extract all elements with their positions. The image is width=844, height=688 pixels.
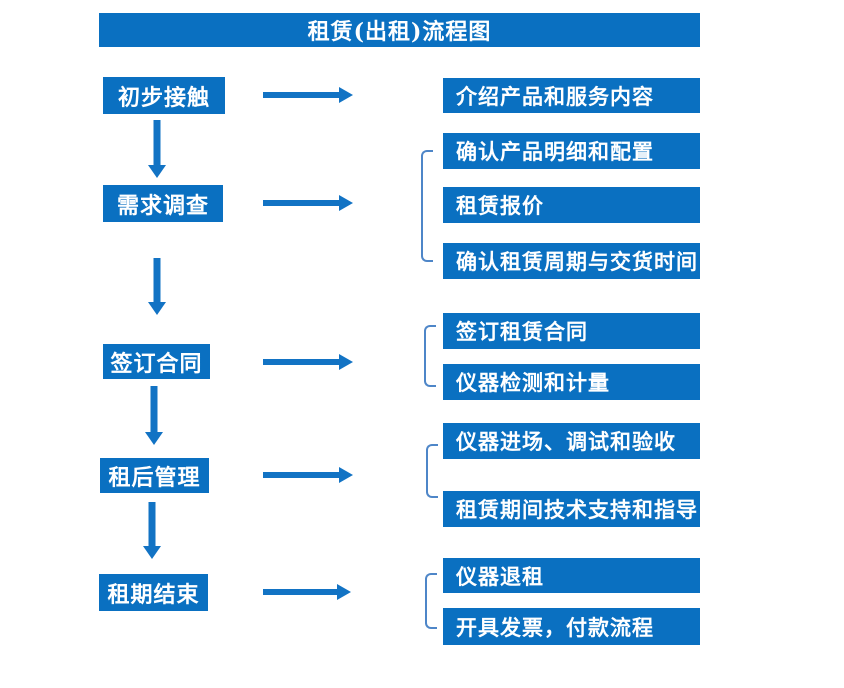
stage-box-demand-survey: 需求调查 [103,185,223,222]
right-arrow-head [339,467,353,483]
bracket-demand-survey [421,150,433,262]
detail-box-rental-quote: 租赁报价 [443,187,700,223]
right-arrow-3 [263,354,353,370]
detail-box-tech-support-guidance: 租赁期间技术支持和指导 [443,491,700,527]
right-arrow-head [337,584,351,600]
down-arrow-shaft [148,502,156,547]
detail-box-invoice-payment: 开具发票，付款流程 [443,608,700,645]
flowchart-title-text: 租赁(出租)流程图 [307,19,492,45]
right-arrow-shaft [263,589,338,595]
right-arrow-shaft [263,200,340,206]
detail-box-intro-products-services: 介绍产品和服务内容 [443,78,700,113]
down-arrow-4 [143,502,161,559]
bracket-sign-contract [424,325,436,387]
right-arrow-1 [263,87,353,103]
detail-box-instrument-return: 仪器退租 [443,558,700,593]
right-arrow-4 [263,467,353,483]
right-arrow-head [339,87,353,103]
right-arrow-head [339,354,353,370]
detail-box-sign-rental-contract: 签订租赁合同 [443,313,700,349]
right-arrow-head [339,195,353,211]
down-arrow-1 [148,120,166,178]
stage-box-rental-end: 租期结束 [99,574,208,611]
down-arrow-head [145,432,163,445]
down-arrow-shaft [150,386,158,433]
down-arrow-head [148,302,166,315]
bracket-post-rental [426,444,438,498]
stage-box-sign-contract: 签订合同 [103,344,210,379]
down-arrow-head [148,165,166,178]
detail-box-confirm-product-config: 确认产品明细和配置 [443,133,700,169]
detail-box-instrument-inspection-metering: 仪器检测和计量 [443,364,700,400]
detail-box-confirm-period-delivery: 确认租赁周期与交货时间 [443,243,700,279]
detail-box-instrument-arrival-debug-acceptance: 仪器进场、调试和验收 [443,423,700,459]
right-arrow-shaft [263,92,340,98]
right-arrow-shaft [263,359,340,365]
stage-box-post-rental-management: 租后管理 [100,458,209,493]
bracket-rental-end [425,573,437,629]
down-arrow-2 [148,258,166,315]
down-arrow-3 [145,386,163,445]
down-arrow-shaft [153,258,161,303]
down-arrow-shaft [153,120,161,166]
stage-box-initial-contact: 初步接触 [103,77,225,114]
right-arrow-2 [263,195,353,211]
down-arrow-head [143,546,161,559]
flowchart-title-banner: 租赁(出租)流程图 [99,13,700,47]
right-arrow-5 [263,584,351,600]
right-arrow-shaft [263,472,340,478]
